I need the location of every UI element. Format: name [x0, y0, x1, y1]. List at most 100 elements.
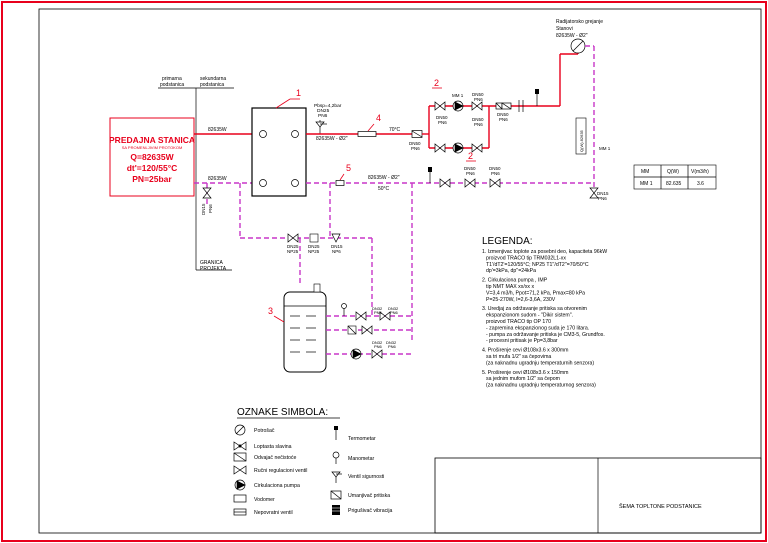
vibration-damper-icon[interactable]: [518, 100, 524, 112]
pump-lower-icon[interactable]: [452, 142, 464, 154]
station-dt: dt'=120/55°C: [127, 163, 178, 173]
secondary-return-label: 82635W - Ø2": [368, 175, 400, 181]
legend-item-1-line-3: P=25-270W, I=2,6-3,6A, 230V: [486, 297, 556, 303]
strainer-pn: PN6: [411, 146, 420, 151]
callout-1: 1: [296, 88, 301, 98]
symbol-right-1: Manometar: [348, 456, 375, 462]
exp-valve-1-icon[interactable]: [287, 233, 299, 243]
legend-item-4-line-0: 5. Proširenje cevi Ø108x3.6 x 150mm: [482, 370, 569, 376]
station-subtitle: SA PROMENLJIVIM PROTOKOM: [122, 145, 183, 150]
press-valve-2-icon[interactable]: [379, 311, 391, 321]
thermometer-2-icon: [428, 167, 432, 183]
ball-valve-lower-1-icon[interactable]: [434, 143, 446, 153]
ball-valve-icon: [233, 441, 247, 451]
drain-left-pn: PN6: [208, 204, 213, 213]
pump-upper-icon[interactable]: [452, 100, 464, 112]
expansion-tank[interactable]: [283, 291, 327, 373]
consumer-icon: [234, 424, 246, 436]
pump-upper-label: MM 1: [452, 93, 464, 98]
legend-item-0-line-0: 1. Izmenjivac toplote za posebni deo, ka…: [482, 249, 607, 255]
symbol-left-5: Vodomer: [254, 497, 275, 503]
radiator-title: Radijatorsko grejanje: [556, 19, 603, 25]
legend-item-2-line-4: - pumpa za održavanje pritiska je CM3-5,…: [486, 332, 605, 338]
ball-valve-upper-2-icon[interactable]: [471, 101, 483, 111]
exp-np6: NP6: [332, 249, 341, 254]
legend-item-1-line-2: V=3,4 m3/h, Ppot=71,2 kPa, Pmax=80 kPa: [486, 290, 585, 296]
press-reducer-icon[interactable]: [347, 325, 357, 335]
legend-item-1-line-0: 2. Cirkulaciona pumpa , IMP: [482, 278, 548, 284]
legend-item-1-line-1: tip NMT MAX xx/xx x: [486, 284, 534, 290]
exp-dn25-b: DN25: [308, 244, 320, 249]
exp-valve-2-icon[interactable]: [309, 233, 319, 243]
tank-water-pattern: [290, 315, 316, 353]
press-dn32-c: DN32: [372, 340, 383, 345]
riser-pn: PN6: [598, 196, 607, 201]
press-valve-1-icon[interactable]: [355, 311, 367, 321]
station-q: Q=82635W: [130, 152, 174, 162]
strainer-icon[interactable]: [411, 130, 423, 138]
check-valve-icon[interactable]: [495, 102, 503, 110]
legend-item-3-line-1: sa tri mufa 1/2" sa čepovima: [486, 354, 551, 360]
riser-mm1: MM 1: [599, 146, 611, 151]
legend-item-2-line-5: - procesni pritisak je Pp=3,8bar: [486, 338, 558, 344]
table-cell-0-1: 82.635: [666, 181, 682, 187]
drain-left-dn: DN15: [201, 203, 206, 215]
press-valve-4-icon[interactable]: [371, 349, 383, 359]
legend-item-4-line-1: sa jednim mufom 1/2" sa čepom: [486, 376, 560, 382]
return-ball-2-icon[interactable]: [489, 178, 501, 188]
exp-valve-3-icon[interactable]: [331, 233, 341, 243]
pump-upper-pn: PN6: [474, 97, 483, 102]
symbol-right-2: Ventil sigurnosti: [348, 474, 384, 480]
return-ball-1-icon[interactable]: [464, 178, 476, 188]
symbol-right-4: Prigušivač vibracija: [348, 508, 393, 514]
thermometer-1-icon: [535, 89, 539, 106]
return-valve-icon[interactable]: [439, 178, 451, 188]
table-cell-0-2: 3.6: [697, 181, 704, 187]
press-pump-icon[interactable]: [350, 348, 362, 360]
title-block-name: ŠEMA TOPLTONE PODSTANICE: [619, 503, 702, 510]
circ-pump-legend-icon: [234, 479, 246, 491]
primary-label-2: podstanica: [160, 82, 184, 88]
callout-5: 5: [346, 163, 351, 173]
supply-temp: 70°C: [389, 127, 401, 133]
symbol-left-0: Potrošač: [254, 428, 275, 434]
press-dn32-a: DN32: [372, 306, 383, 311]
riser-q-label: Q(W) 82635: [579, 129, 584, 152]
riser-drain-icon[interactable]: [589, 187, 599, 199]
ball-valve-upper-1-icon[interactable]: [434, 101, 446, 111]
return-temp: 50°C: [378, 186, 390, 192]
legend-title: LEGENDA:: [482, 236, 533, 247]
strainer-2-icon[interactable]: [501, 102, 512, 110]
pump-lower-dn: DN50: [472, 117, 484, 122]
return-dn-2: DN50: [489, 166, 501, 171]
radiator-line2: Stanovi: [556, 26, 573, 32]
table-header-2: V(m3/h): [691, 169, 709, 175]
symbol-right-0: Termometar: [348, 436, 376, 442]
drain-left-valve-icon[interactable]: [202, 187, 212, 199]
exp-dn25: DN25: [287, 244, 299, 249]
safety-valve-icon[interactable]: [315, 120, 327, 134]
thermometer-legend-icon: [334, 426, 338, 440]
manometer-legend-icon: [332, 451, 340, 464]
ball-valve-lower-2-icon[interactable]: [471, 143, 483, 153]
drawing-frame: [38, 8, 762, 534]
station-title: PREDAJNA STANICA: [109, 135, 195, 145]
legend-item-0-line-2: T1'/dT2'=120/55°C; NP25 T1''/dT2''=70/50…: [486, 262, 589, 268]
granica-label-2: PROJEKTA: [200, 266, 227, 272]
legend-item-3-line-2: (za naknadnu ugradnju temperaturnih senz…: [486, 360, 594, 366]
press-pn6-b: PN6: [390, 310, 399, 315]
press-valve-3-icon[interactable]: [361, 325, 373, 335]
symbol-right-3: Umanjivač pritiska: [348, 493, 390, 499]
riser-dn: DN15: [597, 191, 609, 196]
return-dn-1: DN50: [464, 166, 476, 171]
legend-item-2-line-2: proizvod TRACO tip OP 170: [486, 319, 551, 325]
symbol-left-2: Odvajač nečistoće: [254, 455, 297, 461]
symbol-left-4: Cirkulaciona pumpa: [254, 483, 300, 489]
callout-2b: 2: [468, 151, 473, 161]
press-pn6-d: PN6: [388, 344, 397, 349]
primary-supply-label: 82635W: [208, 127, 227, 133]
legend-item-3-line-0: 4. Proširenje cevi Ø108x3.6 x 300mm: [482, 348, 569, 354]
valve-note-2: DN25: [317, 108, 330, 114]
